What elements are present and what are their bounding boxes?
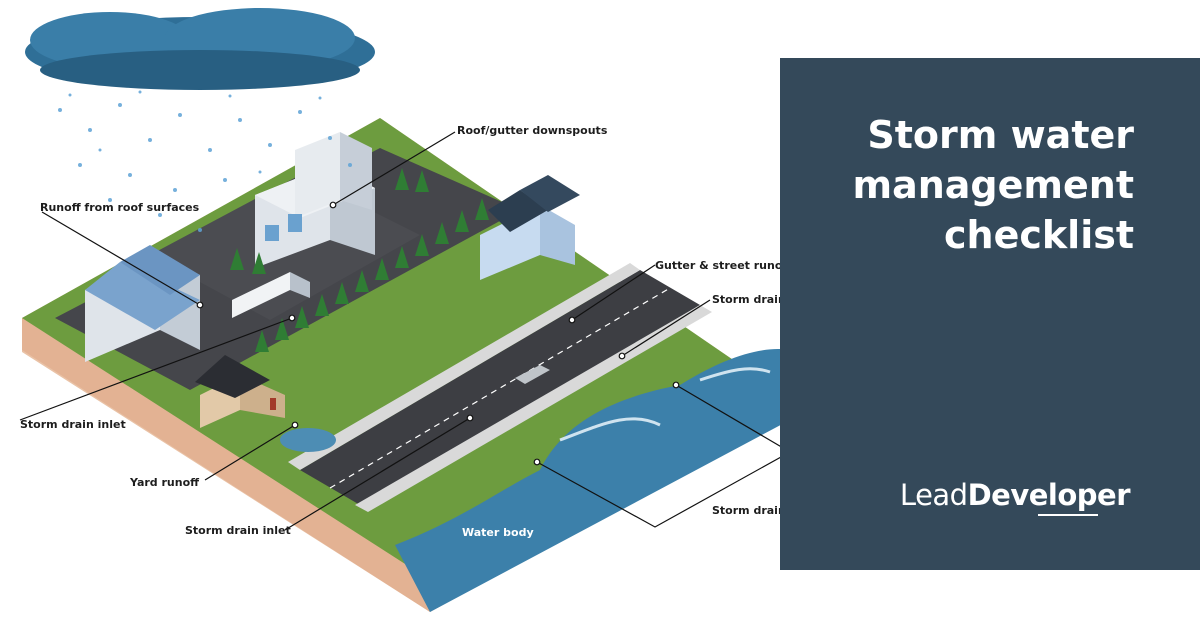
page-title: Storm water management checklist	[852, 113, 1135, 257]
label-storm-drain-inlet-upper: Storm drain inlet	[20, 418, 126, 431]
truck	[232, 272, 310, 318]
rain	[58, 90, 352, 232]
tree-row	[230, 168, 489, 352]
house-small	[195, 355, 285, 428]
label-storm-drain-inlet-lower: Storm drain inlet	[185, 524, 291, 537]
brand-underline	[1038, 514, 1098, 516]
callout-lines	[19, 131, 792, 531]
callout-dots	[196, 201, 680, 466]
car	[515, 365, 550, 384]
water-body	[395, 349, 790, 612]
label-roof-gutter-downspouts: Roof/gutter downspouts	[457, 124, 608, 137]
office-building	[255, 132, 375, 268]
house-right	[480, 175, 580, 280]
brand-word-lead: Lead	[899, 478, 968, 512]
label-runoff-roof-surfaces: Runoff from roof surfaces	[40, 201, 200, 214]
label-yard-runoff: Yard runoff	[129, 476, 199, 489]
storm-cloud	[25, 8, 375, 90]
brand-word-developer: Developer	[967, 478, 1131, 512]
title-panel: Storm water management checklist LeadDev…	[780, 58, 1200, 570]
warehouse	[85, 245, 200, 362]
brand-logo: LeadDeveloper	[899, 478, 1131, 512]
label-water-body: Water body	[462, 526, 534, 539]
label-gutter-street-runoff: Gutter & street runoff	[655, 259, 791, 272]
yard-pond	[280, 428, 336, 452]
sidewalk-far	[288, 263, 640, 470]
